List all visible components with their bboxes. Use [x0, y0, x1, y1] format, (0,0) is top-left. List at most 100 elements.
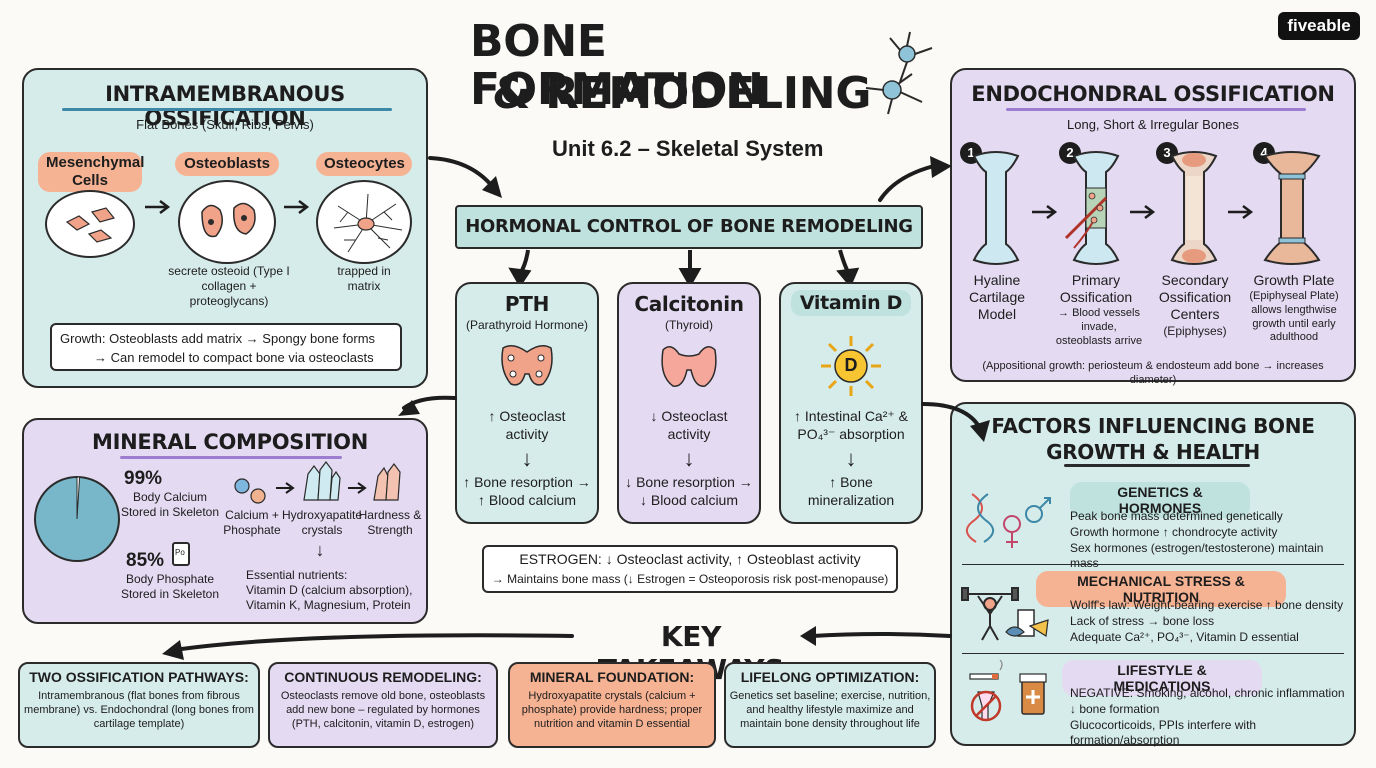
takeaway-3-title: MINERAL FOUNDATION:	[529, 669, 695, 685]
endochondral-subheader: Long, Short & Irregular Bones	[1067, 117, 1239, 132]
takeaway-card-4	[724, 662, 936, 748]
endochondral-underline	[1006, 108, 1306, 111]
factors-underline	[1064, 464, 1250, 467]
ions-icon	[234, 478, 266, 504]
brand-logo[interactable]: fiveable	[1278, 12, 1360, 40]
estrogen-line-2: → Maintains bone mass (↓ Estrogen = Oste…	[491, 572, 889, 586]
intramembranous-growth-box	[50, 323, 402, 371]
takeaway-card-3	[508, 662, 716, 748]
genetics-line-1: Peak bone mass determined genetically	[1070, 509, 1283, 523]
lifestyle-line-2: ↓ bone formation	[1070, 702, 1160, 716]
genetics-line-2: Growth hormone ↑ chondrocyte activity	[1070, 525, 1278, 539]
mesenchymal-cells-image	[45, 190, 135, 258]
hormonal-arrows-icon	[508, 249, 860, 289]
dna-gender-icon	[965, 493, 1051, 548]
calcium-pie-chart	[34, 476, 120, 562]
step-2-label: Primary Ossification	[1059, 272, 1133, 305]
vitamin-d-arrow: ↓	[845, 446, 857, 471]
hardness-crystal-icon	[373, 463, 401, 501]
flow-arrow-1-icon	[276, 482, 295, 494]
takeaway-2-body: Osteoclasts remove old bone, osteoblasts…	[280, 690, 486, 730]
osteoblasts-image	[178, 180, 276, 264]
phosphate-percent: 85%	[126, 550, 165, 571]
hormonal-header-bar	[455, 205, 923, 249]
calcium-pie-slice	[76, 476, 81, 520]
endochondral-header: ENDOCHONDRAL OSSIFICATION	[971, 82, 1335, 106]
factors-header-line2: GROWTH & HEALTH	[1046, 440, 1260, 464]
lifestyle-line-1: NEGATIVE: Smoking, alcohol, chronic infl…	[1070, 686, 1345, 700]
weightlifter-icon	[961, 587, 1049, 641]
primary-ossification-bone-icon	[1064, 151, 1120, 265]
main-title-line1: BONE FORMATION	[470, 16, 764, 115]
nutrients-body: Vitamin D (calcium absorption), Vitamin …	[246, 583, 413, 612]
mineral-header: MINERAL COMPOSITION	[92, 430, 368, 454]
pth-effect: ↑ Osteoclast activity	[488, 408, 566, 443]
calcitonin-name: Calcitonin	[634, 292, 744, 316]
takeaway-card-2	[268, 662, 498, 748]
mineral-underline	[120, 456, 342, 459]
subtitle: Unit 6.2 – Skeletal System	[552, 136, 824, 161]
phosphate-jar-label: Po	[175, 548, 185, 557]
flow-calcium-phosphate: Calcium + Phosphate	[223, 508, 281, 537]
step-1-label: Hyaline Cartilage Model	[968, 272, 1026, 322]
osteocyte-note: trapped in matrix	[337, 264, 391, 293]
cartilage-model-bone-icon	[972, 151, 1020, 265]
flow-arrow-2-icon	[348, 482, 367, 494]
calcitonin-card	[617, 282, 761, 524]
pth-sub: (Parathyroid Hormone)	[465, 318, 589, 332]
step-4-label: Growth Plate	[1253, 272, 1335, 288]
intramembranous-underline	[62, 108, 392, 111]
genetics-line-3: Sex hormones (estrogen/testosterone) mai…	[1070, 541, 1324, 570]
takeaway-2-title: CONTINUOUS REMODELING:	[284, 669, 482, 685]
osteocytes-label: Osteocytes	[316, 152, 412, 176]
step-2-note: → Blood vessels invade, osteoblasts arri…	[1055, 307, 1143, 347]
thyroid-icon	[661, 346, 717, 387]
nutrients-arrow-icon: ↓	[315, 540, 325, 560]
osteocytes-image	[316, 180, 412, 264]
takeaway-1-title: TWO OSSIFICATION PATHWAYS:	[29, 669, 249, 685]
factors-divider-1	[962, 564, 1344, 565]
endo-arrows-icon	[1032, 205, 1254, 219]
mechanical-line-3: Adequate Ca²⁺, PO₄³⁻, Vitamin D essentia…	[1070, 630, 1299, 644]
mechanical-line-2: Lack of stress → bone loss	[1070, 614, 1215, 628]
calcitonin-arrow: ↓	[683, 446, 695, 471]
nutrients-title: Essential nutrients:	[246, 568, 348, 582]
takeaway-4-title: LIFELONG OPTIMIZATION:	[740, 669, 920, 685]
endochondral-footer: (Appositional growth: periosteum & endos…	[982, 360, 1324, 386]
phosphate-jar-icon	[172, 542, 190, 566]
intra-arrow-2-icon	[284, 200, 310, 214]
calcitonin-effect: ↓ Osteoclast activity	[650, 408, 728, 443]
step-4-note: (Epiphyseal Plate) allows lengthwise gro…	[1249, 290, 1339, 344]
sun-icon	[821, 336, 881, 396]
intra-arrow-1-icon	[145, 200, 171, 214]
factors-header-line1: FACTORS INFLUENCING BONE	[991, 414, 1315, 438]
osteocyte-decoration-icon	[865, 31, 933, 115]
vitamin-d-name: Vitamin D	[791, 290, 911, 316]
crystal-icon	[303, 461, 341, 501]
parathyroid-icon	[501, 345, 553, 386]
vitamin-d-result: ↑ Bone mineralization	[807, 474, 895, 509]
growth-line-2: → Can remodel to compact bone via osteoc…	[94, 350, 374, 365]
osteoblast-note: secrete osteoid (Type I collagen + prote…	[168, 264, 290, 308]
pth-name: PTH	[504, 292, 550, 316]
flow-hardness: Hardness & Strength	[358, 508, 422, 537]
secondary-ossification-bone-icon	[1170, 151, 1218, 265]
takeaway-3-body: Hydroxyapatite crystals (calcium + phosp…	[521, 690, 703, 730]
pth-result: ↑ Bone resorption → ↑ Blood calcium	[463, 474, 591, 509]
flow-hydroxyapatite: Hydroxyapatite crystals	[281, 508, 363, 537]
lifestyle-title: LIFESTYLE & MEDICATIONS	[1062, 660, 1262, 696]
main-title-line2: & REMODELING	[492, 68, 872, 119]
takeaway-1-body: Intramembranous (flat bones from fibrous…	[24, 690, 254, 730]
estrogen-box	[482, 545, 898, 593]
mechanical-line-1: Wolff's law: Weight-bearing exercise ↑ b…	[1070, 598, 1344, 612]
osteoblasts-label: Osteoblasts	[175, 152, 279, 176]
factors-divider-2	[962, 653, 1344, 654]
hormonal-header: HORMONAL CONTROL OF BONE REMODELING	[465, 216, 913, 237]
pth-card	[455, 282, 599, 524]
smoking-alcohol-meds-icon	[969, 659, 1047, 722]
mechanical-title: MECHANICAL STRESS & NUTRITION	[1036, 571, 1286, 607]
takeaway-4-body: Genetics set baseline; exercise, nutriti…	[729, 690, 931, 730]
sun-letter: D	[844, 355, 858, 375]
growth-plate-bone-icon	[1263, 151, 1321, 265]
